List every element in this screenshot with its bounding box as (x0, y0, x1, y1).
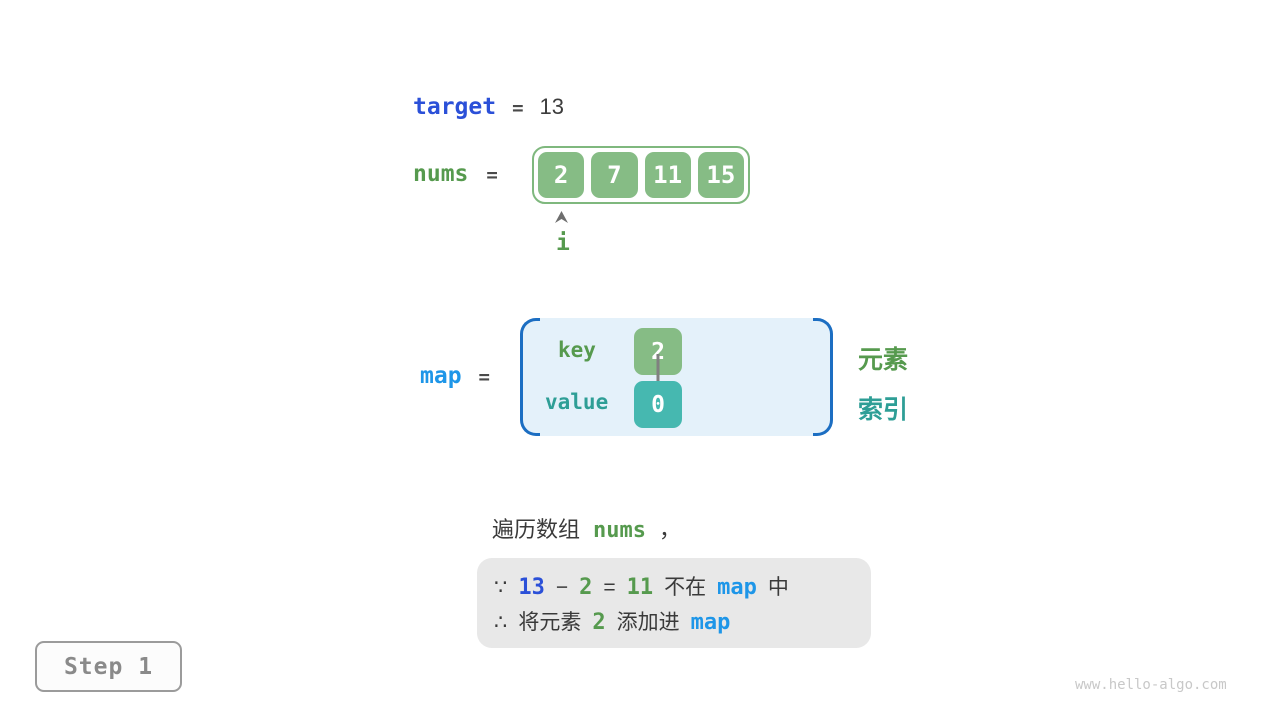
note-box: ∵ 13 − 2 = 11 不在 map 中 ∴ 将元素 2 添加进 map (477, 558, 871, 648)
value-label: value (545, 390, 609, 414)
watermark: www.hello-algo.com (1075, 677, 1227, 693)
not-in-text: 不在 (664, 575, 707, 599)
add-suffix-text: 添加进 (616, 610, 680, 634)
because-symbol: ∵ (494, 575, 508, 599)
nums-array: 2 7 11 15 (532, 146, 750, 204)
array-cell: 7 (591, 152, 638, 198)
nums-label-row: nums = (413, 161, 498, 187)
target-row: target = 13 (413, 94, 564, 120)
nums-equals: = (486, 164, 498, 186)
therefore-symbol: ∴ (494, 610, 508, 634)
caption-comma: ， (659, 517, 682, 542)
pointer-i-label: i (556, 230, 570, 256)
subtrahend: 2 (579, 574, 593, 600)
minus-sign: − (555, 575, 569, 599)
target-equals: = (512, 97, 524, 119)
equals-sign: = (603, 575, 616, 599)
map-ref: map (717, 574, 757, 600)
minuend: 13 (518, 574, 545, 600)
array-cell: 11 (644, 152, 691, 198)
array-cell: 15 (697, 152, 744, 198)
in-suffix-text: 中 (767, 575, 789, 599)
caption-code: nums (593, 518, 646, 543)
added-element: 2 (592, 609, 606, 635)
caption-line: 遍历数组 nums ， (492, 512, 681, 544)
map-label-row: map = (420, 363, 490, 389)
index-legend-label: 索引 (858, 396, 909, 424)
map-ref: map (690, 609, 731, 635)
map-value-cell: 0 (634, 381, 682, 428)
element-legend-label: 元素 (858, 346, 909, 374)
nums-keyword: nums (413, 161, 469, 187)
add-prefix-text: 将元素 (518, 610, 582, 634)
caption-prefix: 遍历数组 (492, 517, 581, 542)
map-equals: = (478, 366, 490, 388)
note-line-1: ∵ 13 − 2 = 11 不在 map 中 (494, 571, 854, 601)
note-line-2: ∴ 将元素 2 添加进 map (494, 606, 854, 636)
map-keyword: map (420, 363, 462, 389)
map-box: key 2 value 0 (520, 318, 833, 436)
target-value: 13 (539, 94, 565, 119)
array-cell: 2 (538, 152, 585, 198)
step-badge: Step 1 (35, 641, 182, 692)
pointer-caret-icon (555, 211, 568, 223)
right-bracket (813, 318, 833, 436)
target-keyword: target (413, 94, 497, 120)
difference: 11 (626, 574, 654, 600)
step-label: Step 1 (63, 653, 154, 680)
left-bracket (520, 318, 540, 436)
key-label: key (558, 338, 596, 362)
